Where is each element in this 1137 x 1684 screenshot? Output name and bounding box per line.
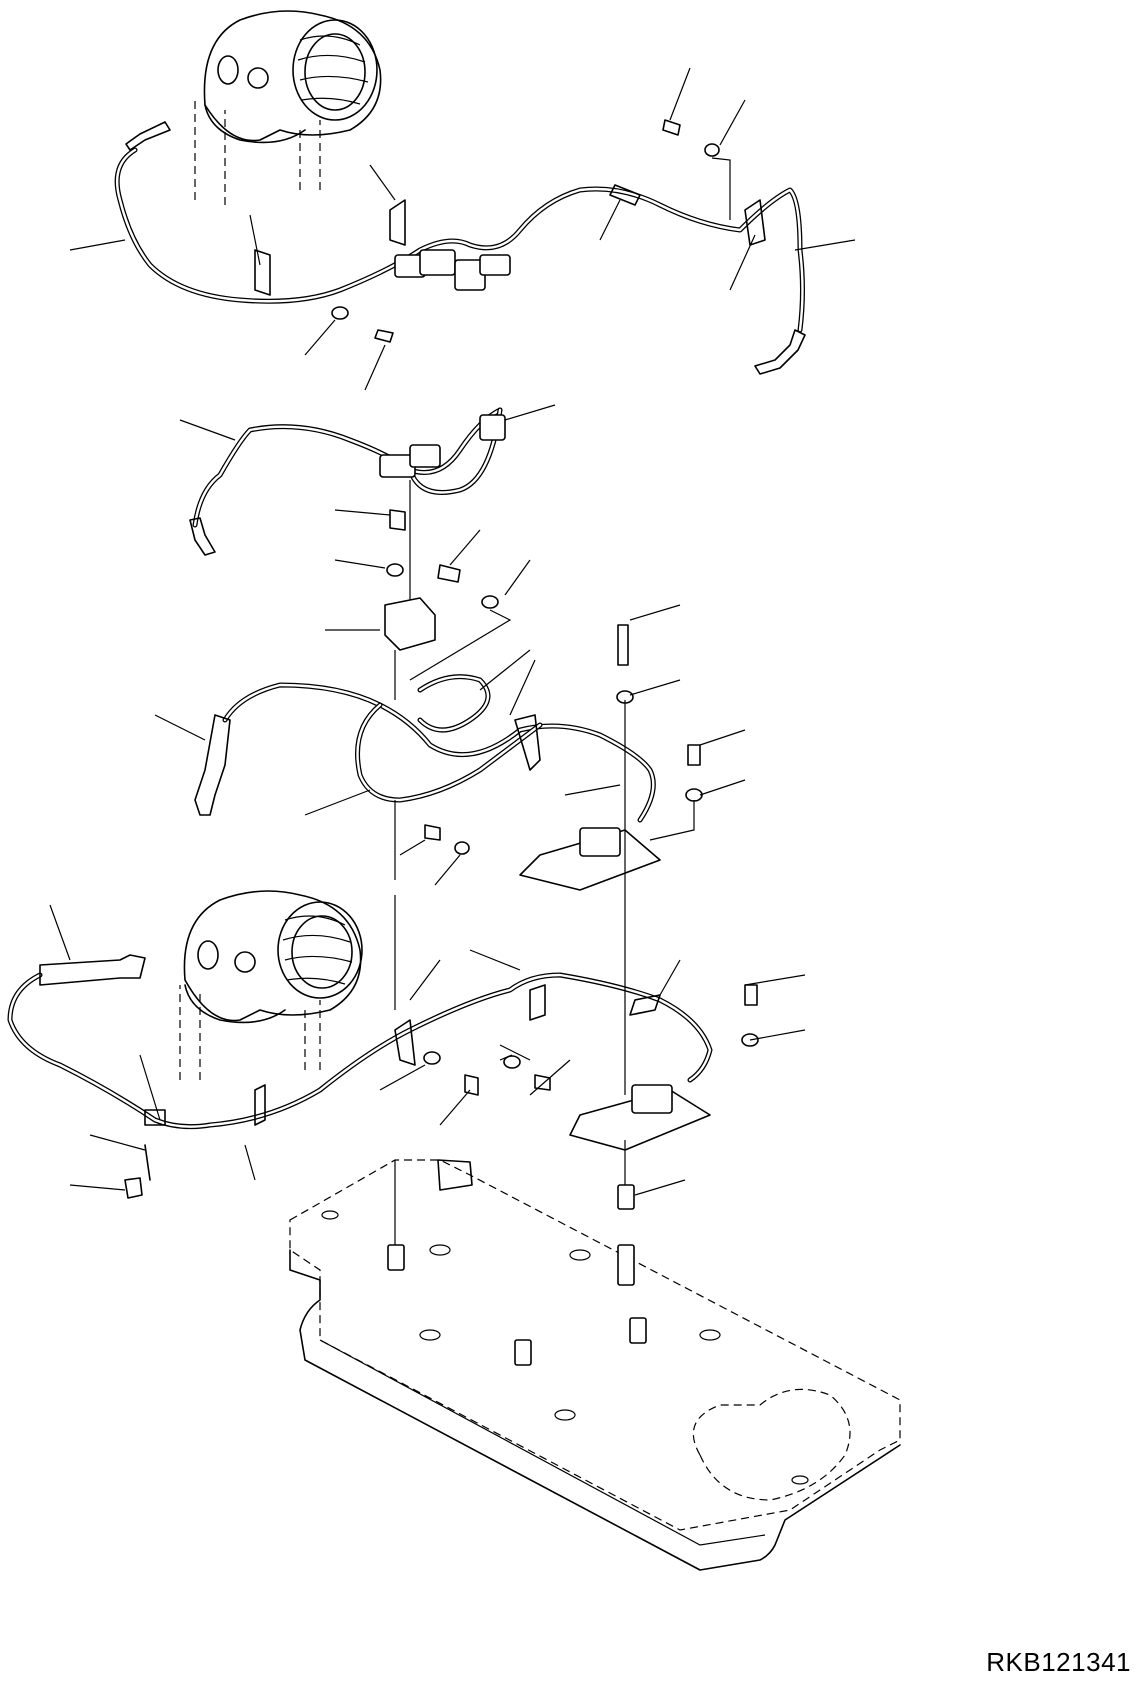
alignment-lines xyxy=(394,650,626,1095)
leader-lines-section3 xyxy=(154,604,746,886)
turbo-elbow-top xyxy=(194,10,382,205)
bolts-section4 xyxy=(124,984,759,1199)
bracket-bolts-middle xyxy=(384,480,512,681)
mounting-plate xyxy=(289,1159,901,1571)
bolt-washer-top xyxy=(331,119,731,343)
drawing-code-label: RKB121341 xyxy=(986,1647,1131,1677)
nox-sensor-harness-upper xyxy=(194,674,661,891)
bolts-section3 xyxy=(424,624,703,860)
spacers xyxy=(387,1140,686,1366)
sensor-harness-middle xyxy=(189,407,506,556)
leader-lines-top xyxy=(69,67,856,391)
leader-lines-middle xyxy=(179,404,556,631)
turbo-elbow-bottom xyxy=(179,890,363,1080)
nox-sensor-harness-lower xyxy=(7,954,713,1151)
leader-lines-section4 xyxy=(49,904,806,1191)
exhaust-temp-sensor-harness-top xyxy=(114,121,806,375)
